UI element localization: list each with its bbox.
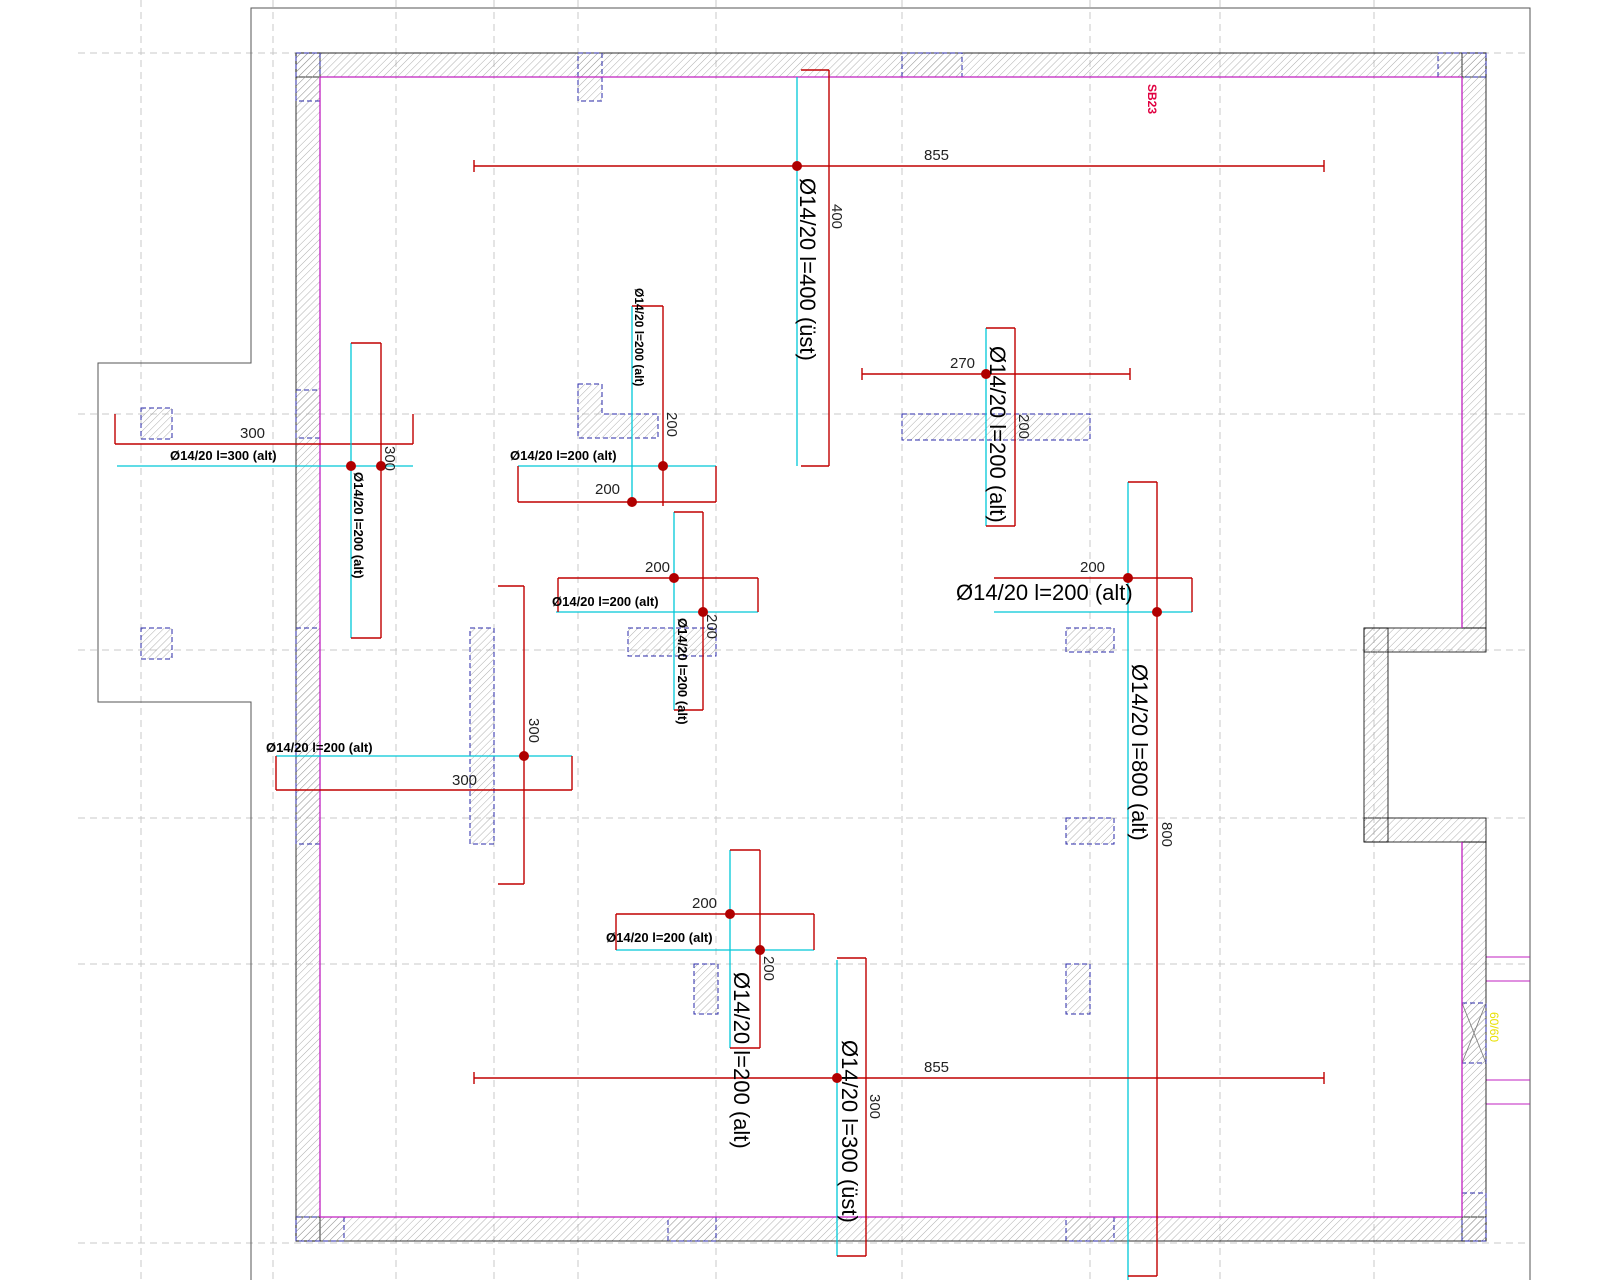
label-right-upper-vertical: Ø14/20 l=200 (alt) — [985, 346, 1010, 523]
rebar-node — [1123, 573, 1133, 583]
rebar-node — [725, 909, 735, 919]
dimension-labels: 855 400 300 300 200 200 200 200 300 300 … — [240, 147, 1175, 1119]
dim-upper-mid-vertical: 200 — [663, 412, 680, 437]
dim-left-span: 300 — [240, 425, 265, 442]
label-lower-left-horizontal: Ø14/20 l=200 (alt) — [266, 740, 373, 755]
dim-top-vertical: 400 — [828, 204, 845, 229]
label-left-vertical: Ø14/20 l=200 (alt) — [351, 472, 366, 579]
dim-bottom-vertical: 200 — [760, 956, 777, 981]
rebar-node — [346, 461, 356, 471]
slab-edges — [319, 76, 1463, 1218]
rebar-node — [627, 497, 637, 507]
rebar-node — [376, 461, 386, 471]
label-mid-horizontal: Ø14/20 l=200 (alt) — [552, 594, 659, 609]
rebar-node — [1152, 607, 1162, 617]
label-mid-vertical: Ø14/20 l=200 (alt) — [675, 618, 690, 725]
rebar-labels: Ø14/20 l=400 (üst) Ø14/20 l=200 (alt) Ø1… — [170, 178, 1152, 1223]
rebar-node — [832, 1073, 842, 1083]
dim-lower-left-horizontal: 300 — [452, 772, 477, 789]
label-bottom-vertical: Ø14/20 l=200 (alt) — [729, 972, 754, 1149]
label-top-vertical: Ø14/20 l=400 (üst) — [795, 178, 820, 361]
building-outline — [97, 7, 1531, 1280]
rebar-nodes — [346, 161, 1162, 1083]
dim-bottom-long-vertical: 300 — [866, 1094, 883, 1119]
label-right-horizontal: Ø14/20 l=200 (alt) — [956, 580, 1133, 605]
columns — [140, 52, 1487, 1242]
label-right-long-vertical: Ø14/20 l=800 (alt) — [1127, 664, 1152, 841]
rebar-node — [981, 369, 991, 379]
walls — [295, 52, 1487, 1242]
dim-right-upper-vertical: 200 — [1015, 414, 1032, 439]
label-bottom-horizontal: Ø14/20 l=200 (alt) — [606, 930, 713, 945]
label-bottom-long-vertical: Ø14/20 l=300 (üst) — [837, 1040, 862, 1223]
rebar-node — [698, 607, 708, 617]
label-upper-mid-horizontal: Ø14/20 l=200 (alt) — [510, 448, 617, 463]
dim-bottom-horizontal: 200 — [692, 895, 717, 912]
opening-size-tag: 60/60 — [1487, 1012, 1501, 1042]
label-left-horizontal: Ø14/20 l=300 (alt) — [170, 448, 277, 463]
dim-mid-vertical: 200 — [703, 614, 720, 639]
rebar-node — [669, 573, 679, 583]
sheet-code-tag: SB23 — [1145, 84, 1159, 114]
rebar-node — [658, 461, 668, 471]
dim-mid-horizontal: 200 — [645, 559, 670, 576]
dim-top-span: 855 — [924, 147, 949, 164]
dim-left-vertical: 300 — [381, 446, 398, 471]
rebar-node — [792, 161, 802, 171]
rebar-node — [755, 945, 765, 955]
dim-300-vertical: 300 — [525, 718, 542, 743]
label-upper-mid-vertical: Ø14/20 l=200 (alt) — [632, 288, 646, 386]
dim-right-long-vertical: 800 — [1158, 822, 1175, 847]
dim-upper-mid-horizontal: 200 — [595, 481, 620, 498]
dim-bottom-span: 855 — [924, 1059, 949, 1076]
rebar-node — [519, 751, 529, 761]
dim-right-horizontal: 200 — [1080, 559, 1105, 576]
dim-right-270: 270 — [950, 355, 975, 372]
